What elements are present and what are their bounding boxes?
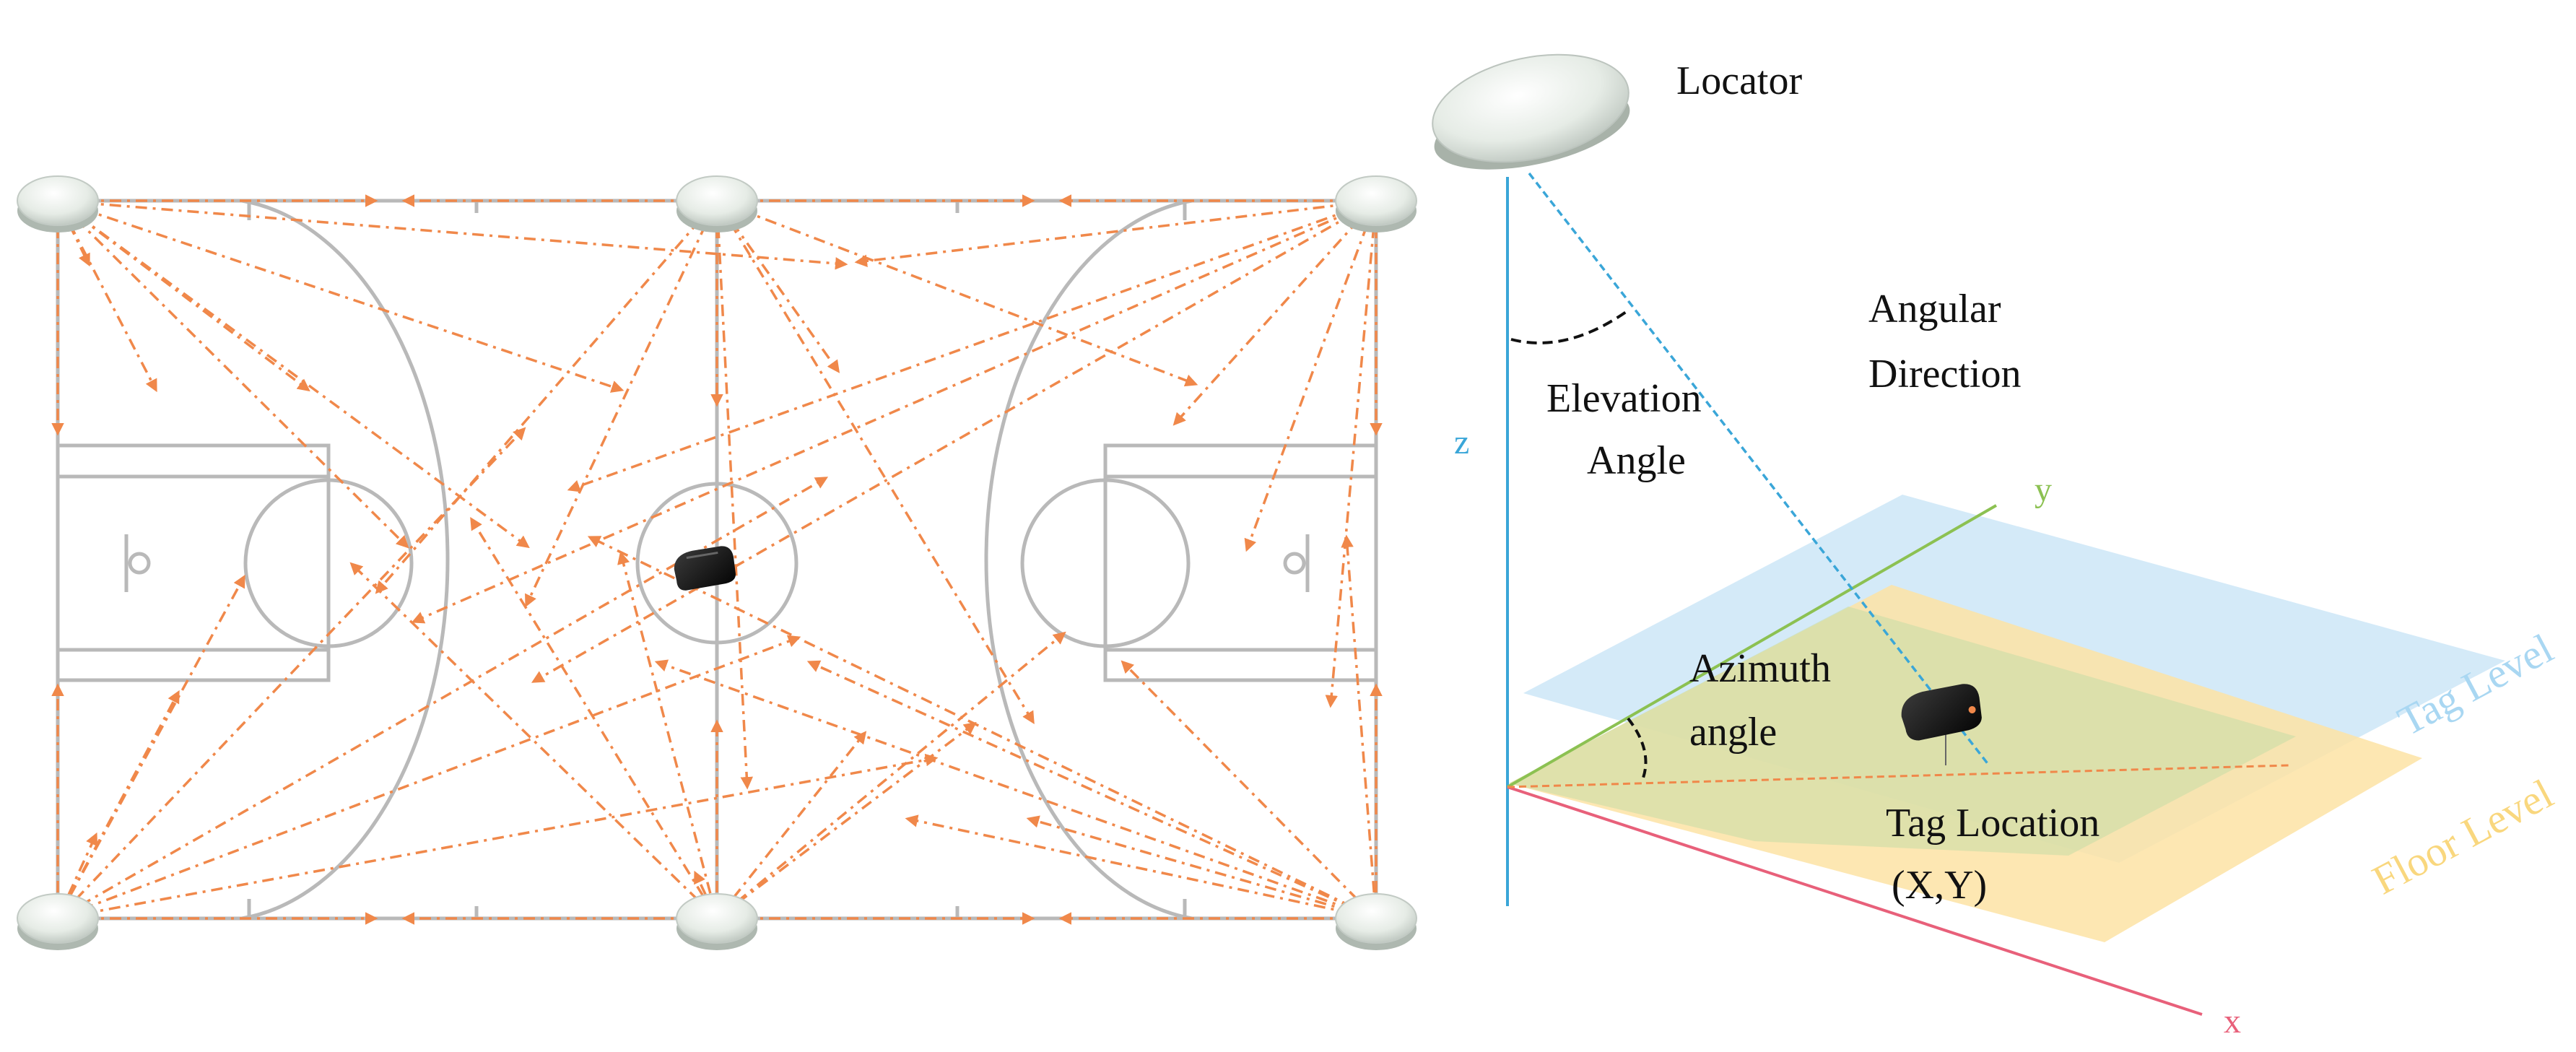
azimuth-projection-line [1507, 764, 2289, 788]
locator-label: Locator [1676, 58, 1802, 103]
locator-arrow [57, 753, 939, 920]
locator-arrow [1026, 815, 1377, 920]
locator-arrow [654, 659, 1377, 920]
azimuth-angle-arc [1627, 717, 1648, 781]
z-axis-label: z [1454, 423, 1469, 461]
angular-direction-line [1528, 172, 1990, 767]
court-tag-icon [674, 546, 736, 591]
tag-location-label: Tag Location [1886, 801, 2099, 845]
locator-arrow [806, 660, 1377, 920]
right-hoop [1283, 552, 1306, 575]
locator-puck-icon [17, 893, 99, 950]
locator-arrow [57, 199, 848, 270]
locator-arrow [715, 200, 1035, 724]
azimuth-angle-label: angle [1689, 710, 1777, 755]
locator-puck-icon [1335, 893, 1417, 950]
elevation-angle-label: Elevation [1546, 376, 1702, 421]
court-locators [17, 175, 1417, 950]
azimuth-angle-label: Azimuth [1689, 646, 1831, 691]
locator-puck-icon [17, 175, 99, 232]
elevation-angle-arc [1510, 309, 1629, 344]
locator-arrow [715, 731, 867, 920]
locator-puck-icon [676, 893, 758, 950]
locator-arrow [716, 199, 1198, 387]
locator-arrow [715, 631, 1066, 920]
tag-location-label: (X,Y) [1892, 863, 1987, 908]
locator-arrow [531, 199, 1377, 683]
elevation-angle-label: Angle [1587, 438, 1686, 483]
locator-arrow [854, 199, 1377, 268]
locator-arrow [349, 562, 718, 920]
locator-arrow [411, 199, 1377, 624]
y-axis [1507, 504, 1997, 788]
left-key [56, 443, 331, 682]
locator-arrow [56, 199, 530, 549]
locator-arrow [715, 200, 754, 790]
locator-arrow [1172, 199, 1378, 426]
locator-arrow [617, 551, 718, 919]
locator-arrow [525, 200, 718, 608]
locator-arrow [56, 690, 180, 919]
locator-arrow [470, 517, 718, 919]
locator-arrow [587, 536, 1377, 920]
left-hoop [128, 552, 151, 575]
locator-arrow [1341, 534, 1378, 919]
x-axis [1507, 786, 2203, 1016]
plane-overlap [1509, 607, 2296, 856]
right-free-throw-circle [1020, 478, 1191, 648]
angular-direction-label: Direction [1868, 352, 2021, 396]
locator-arrow [1325, 200, 1378, 708]
locator-arrow [57, 477, 829, 920]
locator-arrow [1121, 660, 1378, 920]
locator-arrow [56, 200, 157, 393]
right-key [1103, 443, 1378, 682]
right-three-point-arc [984, 199, 1193, 921]
locator-arrow [57, 199, 625, 393]
angular-direction-label: Angular [1868, 287, 2001, 331]
locator-puck-icon [1335, 175, 1417, 232]
locator-arrow [375, 199, 718, 594]
locator-arrow [715, 721, 977, 920]
x-axis-label: x [2224, 1002, 2241, 1040]
left-three-point-arc [241, 199, 450, 921]
locator-device-icon [1432, 53, 1630, 170]
floor-level-label: Floor Level [2365, 770, 2561, 903]
locator-arrow [56, 199, 409, 549]
locator-arrow [56, 199, 310, 392]
locator-arrow [57, 635, 801, 920]
locator-arrow [56, 832, 98, 919]
locator-arrow [1244, 200, 1378, 552]
locator-puck-icon [676, 175, 758, 232]
y-axis-label: y [2035, 471, 2052, 509]
center-circle [635, 482, 799, 645]
locator-arrow [56, 427, 526, 920]
tag-device-icon [1901, 684, 1982, 741]
angle-diagram [1432, 53, 2505, 1016]
left-free-throw-circle [243, 478, 414, 648]
locator-arrow [905, 814, 1377, 920]
